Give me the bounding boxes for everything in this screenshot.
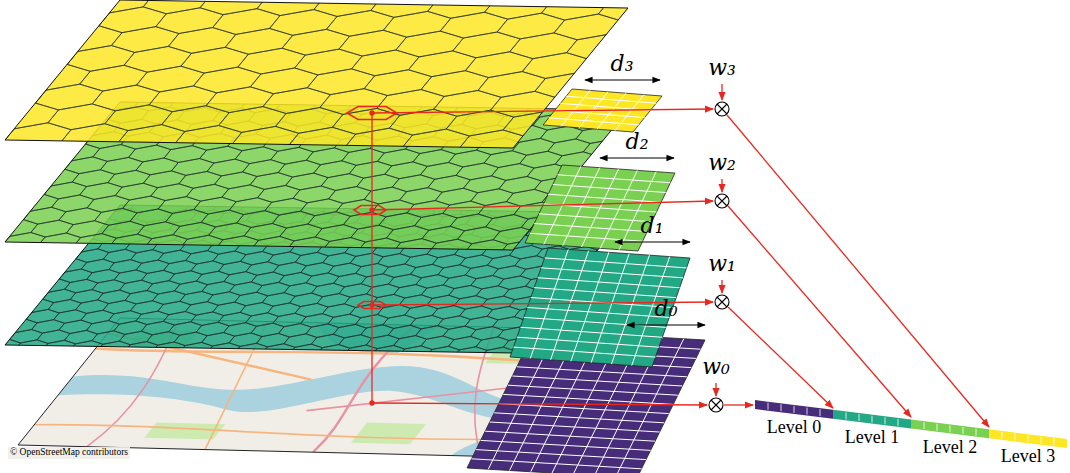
level-segment: Level 1: [845, 427, 899, 448]
weight-label: w₂: [708, 150, 736, 175]
level-label: Level 0: [767, 417, 821, 438]
vector-segment: [989, 429, 1067, 448]
lookup-arrows: [347, 84, 989, 427]
dimension-label: d₂: [626, 129, 649, 154]
dimension-label: d₃: [611, 51, 634, 76]
vector-segment: [911, 420, 989, 439]
coarse-hex-layer: [0, 0, 715, 176]
dimension-label: d₁: [641, 213, 664, 238]
level-segment: Level 3: [1001, 446, 1055, 467]
weight-label: w₁: [708, 251, 736, 276]
level-label: Level 3: [1001, 446, 1055, 467]
weight-label: w₀: [702, 354, 730, 379]
concatenated-vector: [755, 400, 1067, 448]
weight-label: w₃: [708, 55, 736, 80]
vector-segment: [755, 400, 833, 419]
level-segment: Level 2: [923, 437, 977, 458]
copyright-notice: © OpenStreetMap contributors: [8, 447, 130, 458]
level-1-table: [510, 248, 690, 367]
level-segment: Level 0: [767, 417, 821, 438]
level-2-table: [525, 165, 675, 251]
dimension-label: d₀: [655, 296, 678, 321]
level-label: Level 1: [845, 427, 899, 448]
level-label: Level 2: [923, 437, 977, 458]
vector-segment: [833, 410, 911, 429]
embedding-tables: [467, 89, 705, 473]
